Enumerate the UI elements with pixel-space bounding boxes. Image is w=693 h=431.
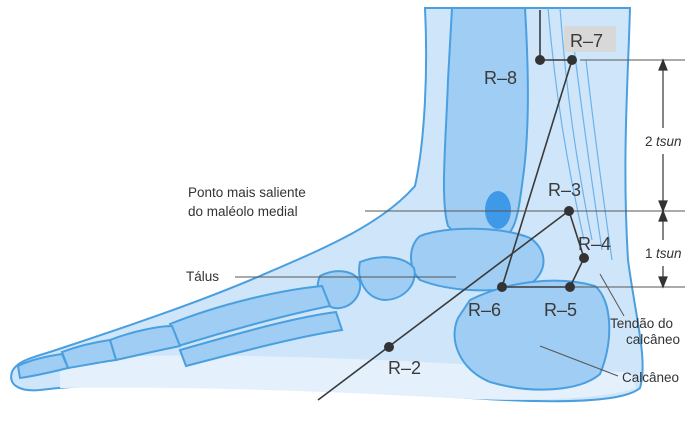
medial-malleolus-spot <box>485 191 511 229</box>
point-r8-dot[interactable] <box>535 55 545 65</box>
measure-lower-unit: tsun <box>656 246 682 261</box>
point-r8-label: R–8 <box>484 68 517 88</box>
meridian-lines <box>317 10 585 401</box>
point-r6-dot[interactable] <box>497 282 507 292</box>
tendon-pointer <box>599 273 625 317</box>
point-r4-label: R–4 <box>578 234 611 254</box>
measure-upper-unit: tsun <box>656 134 682 149</box>
metatarsal-bones <box>168 284 344 368</box>
malleolus-label-line1: Ponto mais saliente <box>188 185 306 200</box>
tendon-label-line1: Tendão do <box>610 316 673 331</box>
point-r4-dot[interactable] <box>579 253 589 263</box>
tendon-label-line2: calcâneo <box>626 332 680 347</box>
calcaneus-label: Calcâneo <box>622 370 679 385</box>
point-r7-dot[interactable] <box>567 55 577 65</box>
talus-bone <box>410 227 545 292</box>
talus-label: Tálus <box>186 269 219 284</box>
reference-lines <box>235 59 685 288</box>
point-r6-label: R–6 <box>468 300 501 320</box>
phalanx-bones <box>16 324 182 380</box>
measure-upper-number: 2 <box>645 134 653 149</box>
point-r5-dot[interactable] <box>565 282 575 292</box>
calcaneus-bone <box>453 279 611 391</box>
malleolus-label-line2: do maléolo medial <box>188 204 298 219</box>
point-r7-label: R–7 <box>570 31 603 51</box>
r7-label-bg <box>564 26 616 52</box>
point-r2-dot[interactable] <box>384 342 394 352</box>
point-r3-dot[interactable] <box>564 206 574 216</box>
acupoint-dots <box>384 55 589 352</box>
point-r2-label: R–2 <box>388 358 421 378</box>
measure-lower-number: 1 <box>645 246 653 261</box>
point-r5-label: R–5 <box>544 300 577 320</box>
calcaneus-pointer <box>539 345 619 377</box>
navicular-bone <box>358 256 416 302</box>
point-r3-label: R–3 <box>548 180 581 200</box>
tendon-strands <box>547 7 613 261</box>
